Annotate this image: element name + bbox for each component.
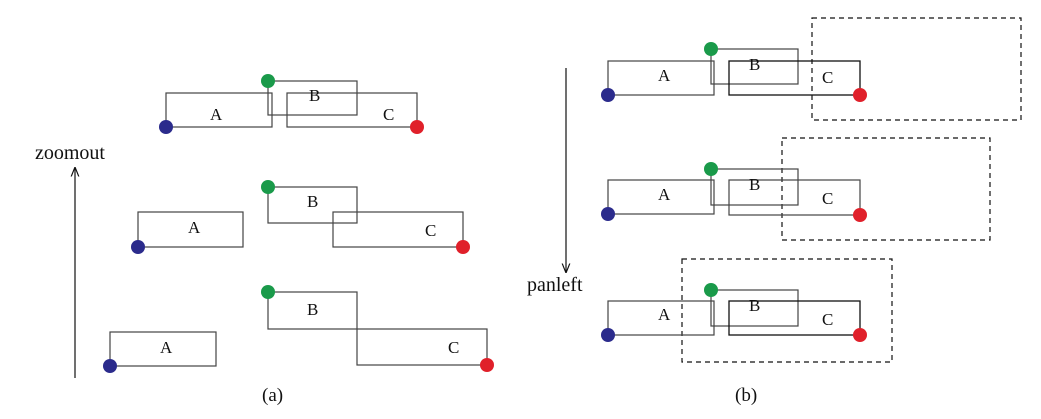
b-row-1: A B C (601, 17, 1022, 121)
node-c-label: C (383, 105, 394, 124)
viewport-frame (811, 17, 1022, 121)
b-row-3: A B C (601, 258, 893, 363)
node-c-box (332, 211, 464, 248)
node-c-label: C (448, 338, 459, 357)
node-b-label: B (749, 175, 760, 194)
node-c-box (728, 179, 861, 216)
node-a-label: A (188, 218, 201, 237)
node-b-dot (704, 162, 718, 176)
node-b-label: B (309, 86, 320, 105)
node-c-dot (853, 208, 867, 222)
node-b-box (710, 289, 799, 327)
node-a-box (165, 92, 273, 128)
a-row-1: A B C (159, 74, 424, 134)
a-row-3: A B C (103, 285, 494, 373)
node-b-dot (261, 74, 275, 88)
node-c-box (728, 60, 861, 96)
viewport-frame (681, 258, 893, 363)
node-a-dot (601, 88, 615, 102)
node-a-dot (103, 359, 117, 373)
node-b-dot (704, 283, 718, 297)
node-c-dot (853, 328, 867, 342)
node-c-label: C (822, 310, 833, 329)
node-a-dot (159, 120, 173, 134)
node-a-dot (601, 328, 615, 342)
panleft-label: panleft (527, 274, 583, 296)
node-a-box (137, 211, 244, 248)
node-a-label: A (210, 105, 223, 124)
node-a-label: A (658, 185, 671, 204)
node-c-dot (480, 358, 494, 372)
node-b-label: B (307, 192, 318, 211)
node-a-dot (601, 207, 615, 221)
node-b-label: B (307, 300, 318, 319)
node-a-box (607, 300, 715, 336)
node-c-box (356, 328, 488, 366)
panel-a: zoomout A B C A B C (35, 74, 494, 406)
zoomout-label: zoomout (35, 142, 105, 164)
node-c-box (728, 300, 861, 336)
node-c-dot (853, 88, 867, 102)
a-row-2: A B C (131, 180, 470, 254)
caption-b: (b) (735, 385, 757, 406)
node-b-dot (704, 42, 718, 56)
node-b-dot (261, 285, 275, 299)
node-b-box (710, 48, 799, 85)
node-a-box (607, 60, 715, 96)
node-a-box (109, 331, 217, 367)
node-a-label: A (160, 338, 173, 357)
node-c-box (286, 92, 418, 128)
b-row-2: A B C (601, 137, 991, 241)
node-a-box (607, 179, 715, 215)
caption-a: (a) (262, 385, 283, 406)
node-c-label: C (822, 189, 833, 208)
node-a-label: A (658, 66, 671, 85)
node-a-dot (131, 240, 145, 254)
node-b-label: B (749, 296, 760, 315)
node-b-box (267, 186, 358, 224)
node-c-label: C (425, 221, 436, 240)
node-c-dot (410, 120, 424, 134)
node-b-dot (261, 180, 275, 194)
node-a-label: A (658, 305, 671, 324)
panel-b: panleft A B C A B C (527, 17, 1022, 406)
viewport-frame (781, 137, 991, 241)
node-b-label: B (749, 55, 760, 74)
node-b-box (710, 168, 799, 206)
node-b-box (267, 291, 358, 330)
node-c-label: C (822, 68, 833, 87)
node-b-box (267, 80, 358, 116)
node-c-dot (456, 240, 470, 254)
